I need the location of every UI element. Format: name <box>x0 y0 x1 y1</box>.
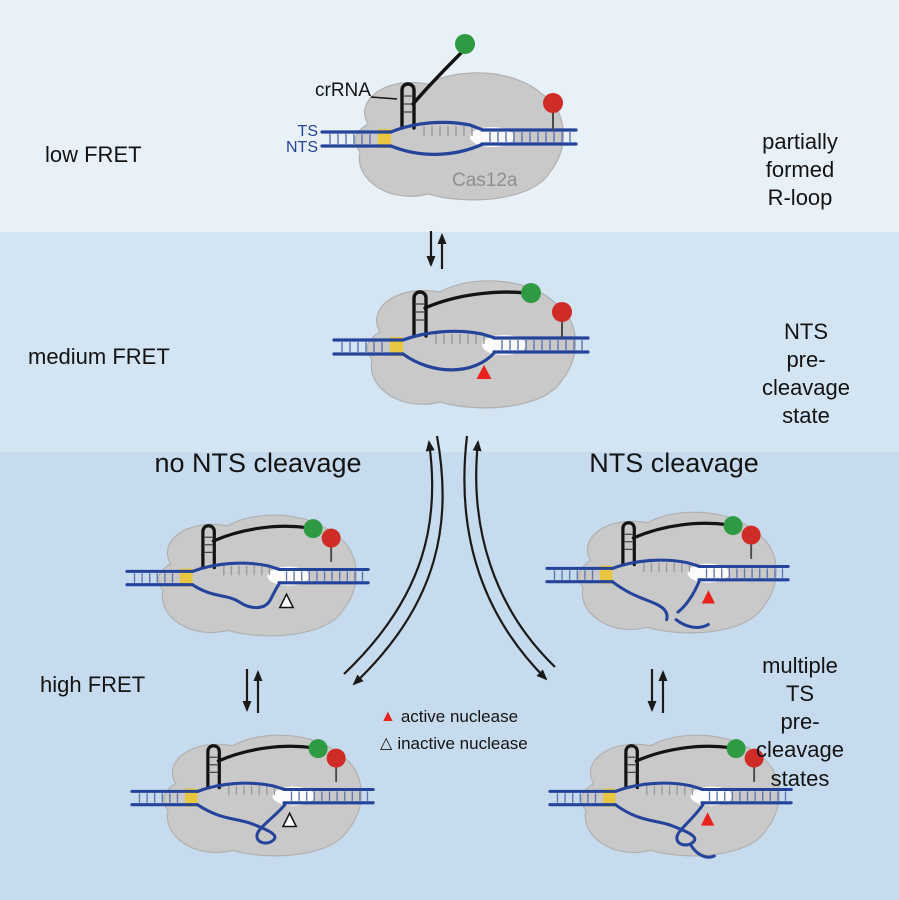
complex-nts-cleaved-upper <box>545 510 790 635</box>
acceptor-dye-icon <box>321 528 341 548</box>
nts-cleavage-heading: NTS cleavage <box>589 448 759 478</box>
cleaved-strand-end <box>674 618 710 629</box>
transition-arrow-right-down <box>463 435 548 681</box>
inactive-nuclease-legend-label: inactive nuclease <box>397 734 528 753</box>
complex-nts-precleavage <box>332 279 590 410</box>
donor-dye-icon <box>455 34 475 54</box>
target-strand <box>610 558 702 570</box>
acceptor-dye-icon <box>543 93 563 113</box>
crrna-tail <box>211 524 310 543</box>
acceptor-dye-icon <box>326 748 346 768</box>
active-nuclease-legend-label: active nuclease <box>400 707 519 726</box>
crrna-tail <box>634 744 733 763</box>
inactive-nuclease-icon <box>281 811 298 828</box>
donor-dye-icon <box>303 519 323 539</box>
donor-dye-icon <box>308 739 328 759</box>
non-target-strand-loop <box>613 803 705 847</box>
acceptor-dye-icon <box>552 302 572 322</box>
nts-label: NTS <box>286 139 318 156</box>
high-fret-label: high FRET <box>40 672 146 697</box>
non-target-strand <box>389 142 485 156</box>
active-nuclease-legend-icon: ▲ <box>380 708 396 725</box>
inactive-nuclease-legend-icon: △ <box>380 735 393 752</box>
cleaved-strand-end <box>688 843 716 859</box>
active-nuclease-icon <box>476 365 492 379</box>
non-target-strand-cut-b <box>676 578 702 614</box>
equilibrium-arrows-bottom-left <box>242 669 263 713</box>
crrna-tail <box>423 290 528 310</box>
nts-precleavage-state-label: NTS pre-cleavage state <box>761 319 851 429</box>
target-strand <box>613 781 705 793</box>
crrna-pointer-line <box>370 96 398 100</box>
transition-arrow-left-down <box>352 435 444 686</box>
no-nts-cleavage-heading: no NTS cleavage <box>154 448 362 478</box>
complex-ts-precleavage-lower <box>548 733 793 859</box>
active-nuclease-icon <box>701 590 716 604</box>
active-nuclease-icon <box>700 812 715 826</box>
complex-no-cleavage-upper <box>125 513 370 638</box>
equilibrium-arrows-bottom-right <box>647 669 668 713</box>
ts-label: TS <box>297 123 318 140</box>
inactive-nuclease-icon <box>278 592 295 609</box>
crrna-tail <box>631 521 730 540</box>
crrna-tail <box>216 744 315 763</box>
transition-arrow-right-up <box>472 440 556 668</box>
equilibrium-arrows-top <box>426 231 447 269</box>
donor-dye-icon <box>726 739 746 759</box>
donor-dye-icon <box>521 283 541 303</box>
complex-partial-rloop <box>320 34 578 202</box>
non-target-strand-cut-a <box>610 580 669 622</box>
low-fret-label: low FRET <box>45 142 142 167</box>
target-strand <box>389 120 485 134</box>
target-strand <box>401 329 497 342</box>
cas12a-label: Cas12a <box>452 170 518 191</box>
complex-no-cleavage-lower <box>130 733 375 858</box>
crrna-tail <box>411 48 466 106</box>
acceptor-dye-icon <box>741 525 761 545</box>
non-target-strand-loop <box>195 803 287 845</box>
legend-active-nuclease: ▲ active nuclease <box>380 707 518 727</box>
target-strand <box>195 781 287 793</box>
transition-arrow-left-up <box>343 440 435 675</box>
donor-dye-icon <box>723 516 743 536</box>
complex-core <box>332 279 590 410</box>
multiple-ts-states-label: multiple TS pre-cleavage states <box>755 653 845 791</box>
non-target-strand <box>401 350 497 372</box>
acceptor-dye-icon <box>744 748 764 768</box>
medium-fret-label: medium FRET <box>28 344 170 369</box>
crrna-label: crRNA <box>315 80 371 101</box>
partial-rloop-state-label: partially formed R-loop <box>762 129 838 211</box>
legend-inactive-nuclease: △ inactive nuclease <box>380 734 528 754</box>
non-target-strand <box>190 581 282 610</box>
target-strand <box>190 561 282 573</box>
